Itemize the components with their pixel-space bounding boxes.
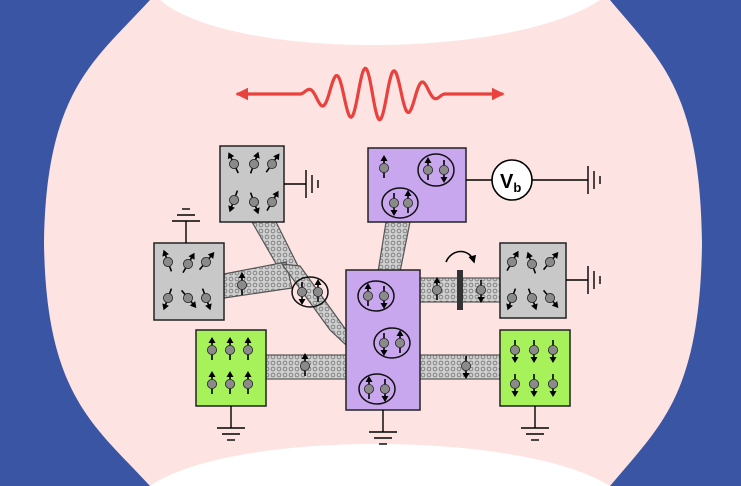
spin-icon [207,371,217,394]
spin-icon [266,190,279,212]
spin-icon [379,286,389,309]
spin-icon [395,330,405,353]
spin-icon [506,288,517,311]
spin-icon [297,282,307,305]
spin-particles [162,151,559,402]
spin-icon [201,288,212,311]
spin-icon [423,157,433,180]
spin-icon [162,288,173,311]
spin-icon [198,252,215,271]
spin-icon [162,249,173,272]
spin-icon [506,250,519,272]
pair-oval-purple-top-2 [381,187,419,219]
spin-icon [542,252,559,271]
rotation-arrow-icon [445,250,477,264]
pair-oval-purple-top-1 [417,153,455,187]
pair-oval-center-1 [357,280,395,312]
photon-wave-icon [235,66,505,122]
spin-icon [300,353,310,376]
spin-icon [432,277,442,300]
ground-icon-purple-center [369,410,397,445]
spin-icon [249,151,260,174]
spin-icon [182,252,195,274]
spin-icon [363,283,373,306]
pair-oval-junction [291,276,329,308]
spin-icon [379,333,389,356]
spin-icon [237,272,247,295]
ground-icon-voltage [566,166,601,194]
spin-icon [228,190,239,213]
nanotube-lower-right [419,354,501,380]
spin-icon [380,379,390,402]
spin-icon [510,340,520,363]
ground-icon-gray-left [172,208,200,243]
ground-icon-green-left [217,406,245,441]
spin-icon [313,279,323,302]
spin-icon [364,376,374,399]
spin-icon [529,374,539,397]
spin-icon [527,288,538,311]
spin-icon [526,251,537,274]
spin-icon [243,371,253,394]
svg-text:Vb: Vb [500,171,521,195]
cavity-mirror-bottom [150,444,610,486]
spin-icon [243,337,253,360]
spin-icon [379,155,389,178]
spin-icon [542,289,559,308]
optical-cavity [44,0,702,486]
voltage-source-icon: Vb [466,159,566,201]
spin-icon [461,356,471,379]
ground-icon-gray-top [284,170,319,198]
spin-icon [529,340,539,363]
gate-bar [457,270,463,310]
spin-icon [180,289,197,308]
spin-icon [225,371,235,394]
spin-icon [548,374,558,397]
ground-icon-gray-right [566,266,601,294]
spin-icon [403,190,413,213]
spin-icon [389,193,399,216]
spin-icon [225,337,235,360]
spin-icon [265,153,280,173]
voltage-label: V [500,171,514,193]
spin-icon [548,340,558,363]
spin-icon [476,280,486,303]
spin-icon [249,192,260,215]
voltage-subscript: b [513,180,521,195]
nanotube-network [223,221,501,380]
pair-oval-center-2 [373,327,411,359]
spin-icon [207,337,217,360]
ground-symbols [172,166,601,445]
spin-icon [510,374,520,397]
spin-icon [227,152,239,174]
cavity-mirror-top [160,0,600,45]
ground-icon-green-right [521,406,549,441]
pair-oval-center-3 [358,373,396,405]
spin-icon [439,160,449,183]
